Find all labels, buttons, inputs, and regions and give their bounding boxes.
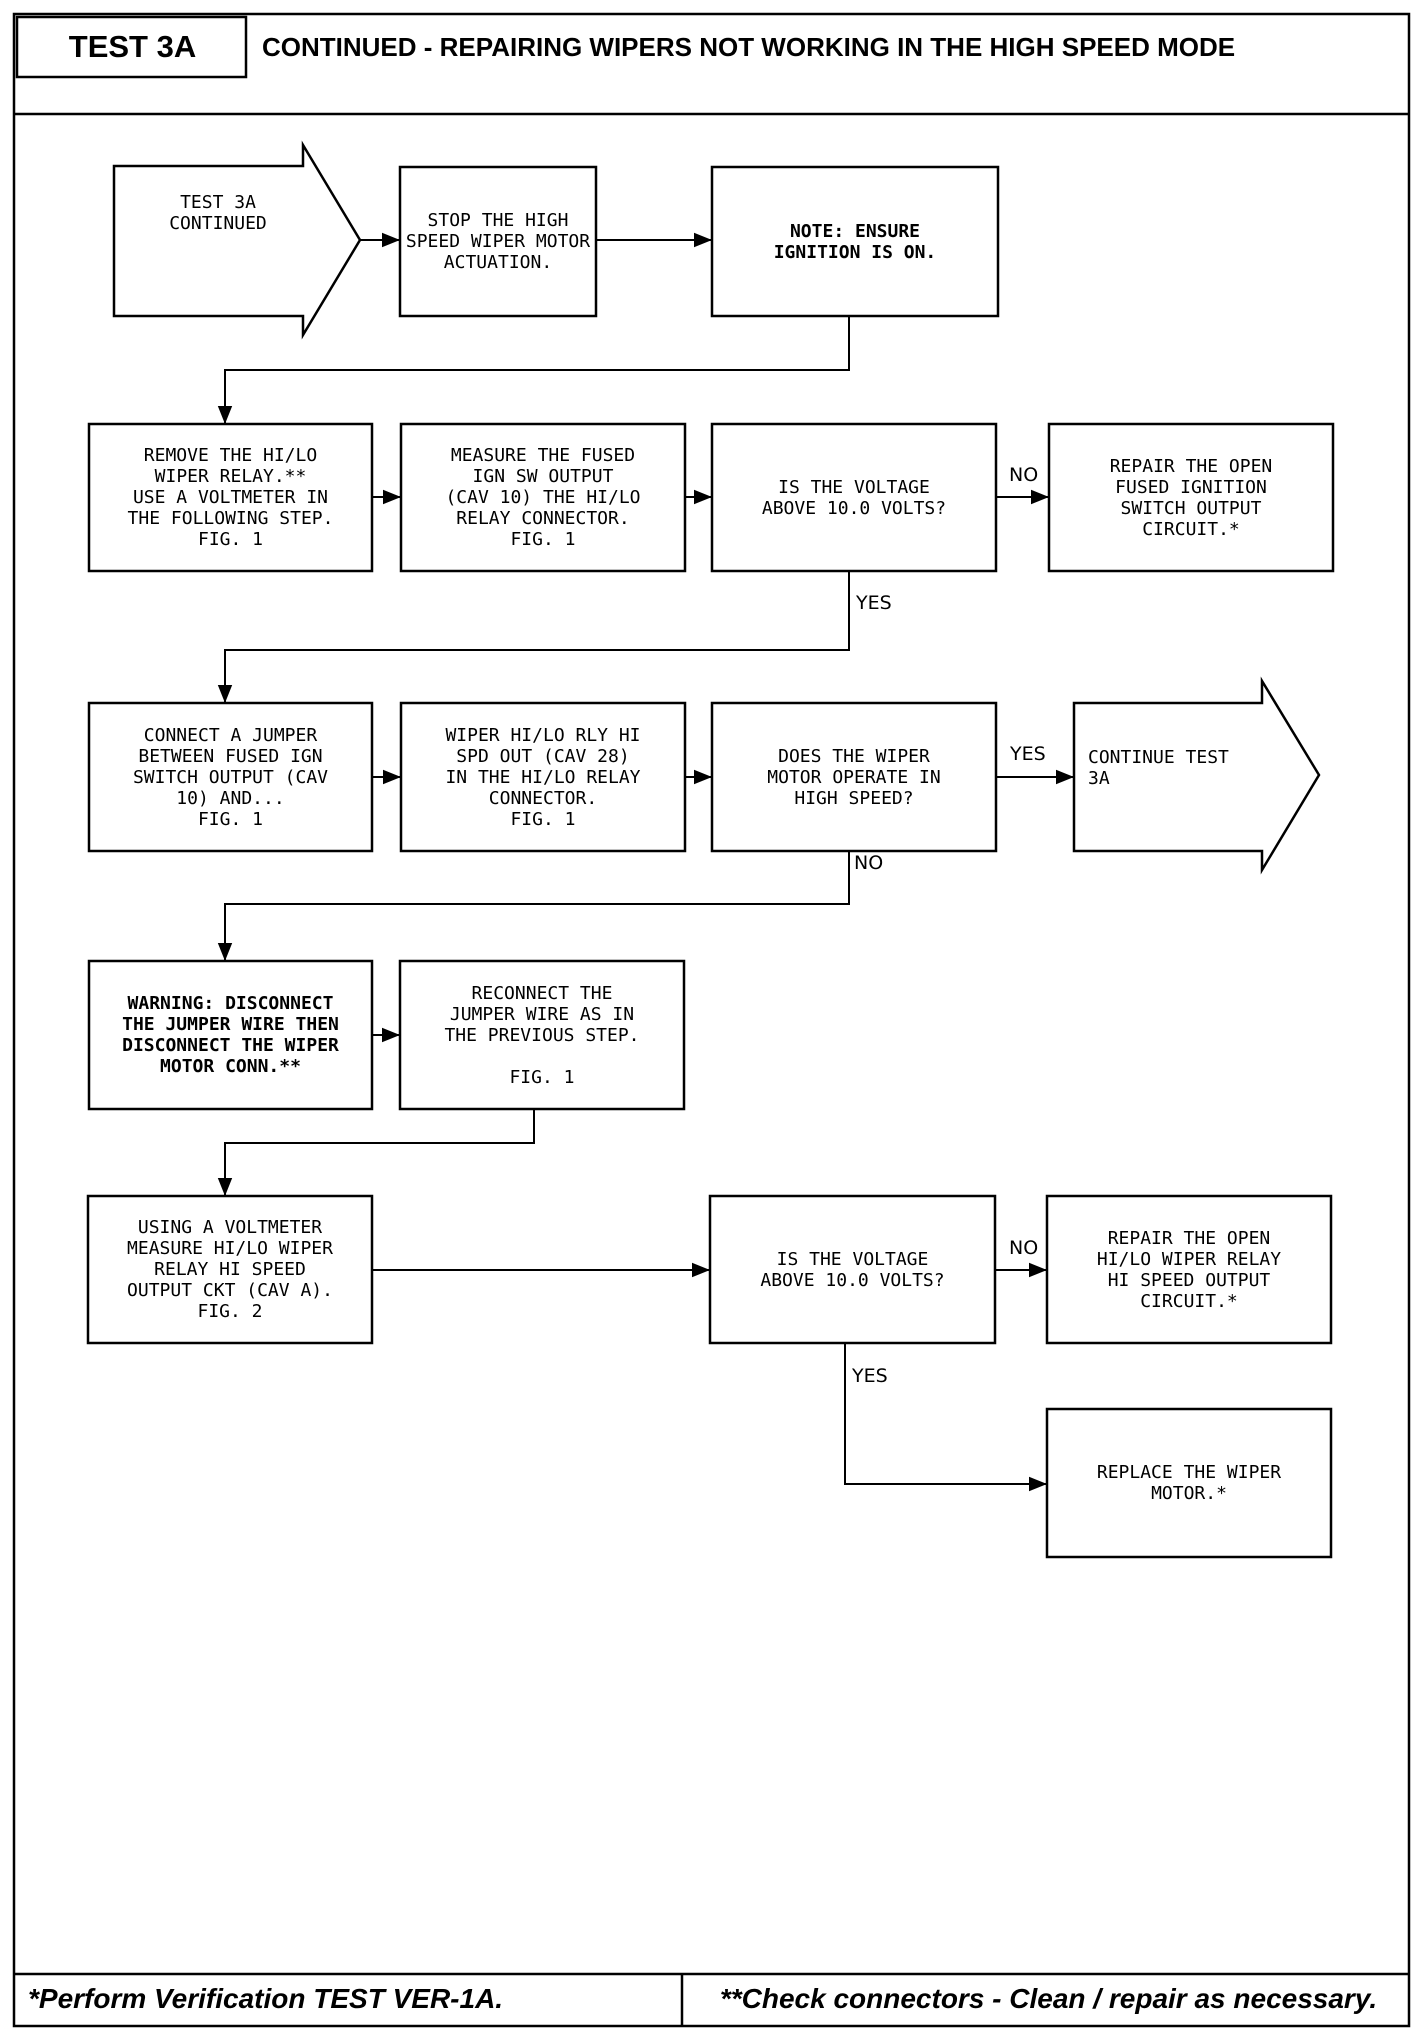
q-voltage-2-text: IS THE VOLTAGE ABOVE 10.0 VOLTS? [760, 1248, 945, 1291]
repair-hi-speed-text: REPAIR THE OPEN HI/LO WIPER RELAY HI SPE… [1096, 1227, 1282, 1312]
label-no-2: NO [854, 852, 884, 874]
wiper-relay-out-text: WIPER HI/LO RLY HI SPD OUT (CAV 28) IN T… [445, 724, 641, 830]
page-frame [12, 12, 1411, 2028]
label-no-3: NO [1009, 1237, 1039, 1259]
start-arrow-text: TEST 3A CONTINUED [169, 192, 267, 234]
box-note-ignition [710, 165, 1000, 318]
q-motor-high-text: DOES THE WIPER MOTOR OPERATE IN HIGH SPE… [767, 745, 941, 809]
page-title: CONTINUED - REPAIRING WIPERS NOT WORKING… [262, 31, 1236, 62]
footer-verification-note: *Perform Verification TEST VER-1A. [28, 1983, 504, 2014]
reconnect-text: RECONNECT THE JUMPER WIRE AS IN THE PREV… [444, 982, 640, 1088]
repair-fused-text: REPAIR THE OPEN FUSED IGNITION SWITCH OU… [1109, 455, 1273, 540]
test-label-frame [15, 15, 248, 79]
note-ignition-text: NOTE: ENSURE IGNITION IS ON. [773, 220, 937, 263]
label-yes-3: YES [852, 1365, 888, 1387]
label-yes-1: YES [856, 592, 892, 614]
start-arrow-shape [112, 140, 362, 340]
q-voltage-1-text: IS THE VOLTAGE ABOVE 10.0 VOLTS? [761, 476, 947, 519]
continue-test-text: CONTINUE TEST 3A [1088, 747, 1229, 789]
label-no-1: NO [1009, 464, 1039, 486]
using-voltmeter-text: USING A VOLTMETER MEASURE HI/LO WIPER RE… [127, 1217, 333, 1322]
stop-actuation-text: STOP THE HIGH SPEED WIPER MOTOR ACTUATIO… [405, 210, 591, 273]
continue-arrow-shape [1072, 676, 1321, 875]
warning-text: WARNING: DISCONNECT THE JUMPER WIRE THEN… [122, 993, 339, 1077]
box-stop-actuation [398, 165, 598, 318]
replace-motor-text: REPLACE THE WIPER MOTOR.* [1096, 1462, 1282, 1504]
remove-relay-text: REMOVE THE HI/LO WIPER RELAY.** USE A VO… [127, 445, 334, 550]
connectors [217, 232, 1074, 1492]
footer-connectors-note: **Check connectors - Clean / repair as n… [719, 1983, 1378, 2014]
label-yes-2: YES [1010, 743, 1046, 765]
connect-jumper-text: CONNECT A JUMPER BETWEEN FUSED IGN SWITC… [132, 724, 329, 830]
test-label: TEST 3A [68, 29, 197, 64]
measure-fused-text: MEASURE THE FUSED IGN SW OUTPUT (CAV 10)… [445, 445, 641, 550]
